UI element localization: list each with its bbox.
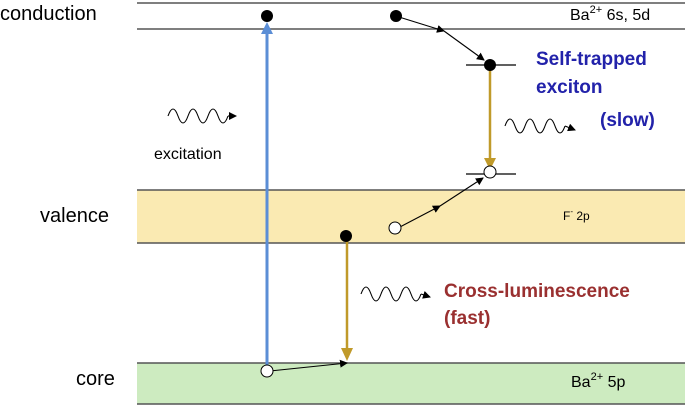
band-label-conduction: conduction (0, 3, 97, 25)
valence-band (137, 189, 685, 244)
core-band-fill (137, 363, 685, 404)
hole-core (260, 364, 274, 378)
electron-self-trapped (484, 59, 496, 71)
excitation-label: excitation (154, 146, 222, 163)
hole-self-trapped (483, 165, 497, 179)
band-label-core: core (76, 368, 115, 390)
ste-label-line1: Self-trapped (536, 49, 647, 70)
excitation-arrow-head (261, 22, 273, 34)
core-hole-arrow (269, 359, 348, 372)
cl-emission-arrow-head (341, 348, 353, 361)
ste-photon-icon (504, 118, 576, 134)
electron-conduction-excited (261, 10, 273, 22)
ste-emission-arrow-head (484, 158, 496, 170)
valence-orbital-label: F- 2p (563, 207, 590, 223)
core-band (137, 362, 685, 405)
electron-relax-arrow-2 (443, 30, 485, 61)
cl-photon-icon (360, 286, 431, 302)
cl-label-line1: Cross-luminescence (444, 281, 630, 302)
core-orbital-label: Ba2+ 5p (571, 371, 625, 391)
hole-relax-arrow-2 (439, 177, 484, 207)
electron-relax-arrow-1 (398, 16, 445, 33)
ste-label-line2: exciton (536, 77, 603, 98)
hole-relax-arrow-1 (397, 205, 441, 229)
electron-conduction-hot (390, 10, 402, 22)
electron-valence (340, 230, 352, 242)
band-label-valence: valence (40, 205, 109, 227)
conduction-band (137, 2, 685, 30)
cl-label-line2: (fast) (444, 308, 490, 329)
valence-band-fill (137, 190, 685, 243)
hole-valence (388, 221, 402, 235)
excitation-photon-icon (167, 108, 237, 124)
conduction-orbital-label: Ba2+ 6s, 5d (570, 4, 650, 24)
ste-label-line3: (slow) (600, 110, 655, 131)
